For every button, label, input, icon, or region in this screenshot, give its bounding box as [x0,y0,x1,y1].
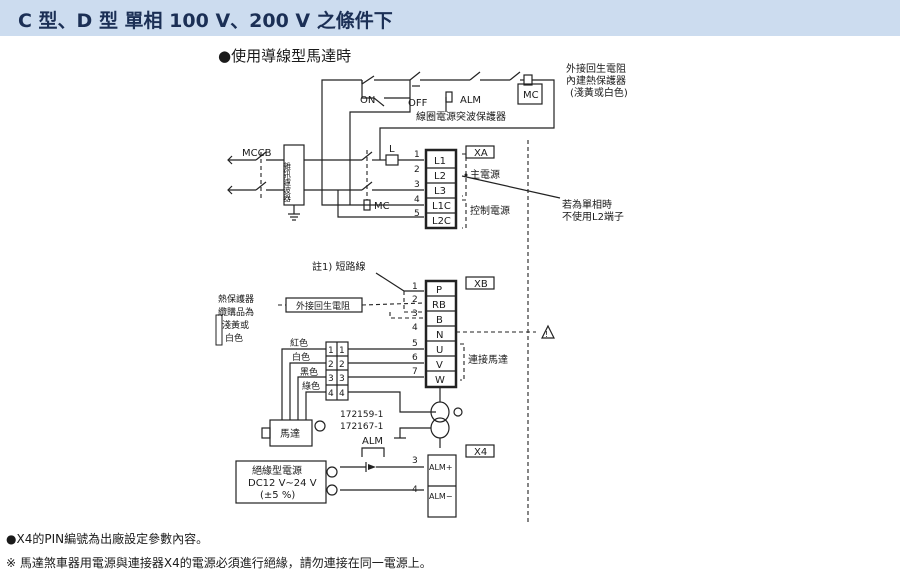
xb-pin-2: RB [432,300,446,311]
xb-number-1: 1 [412,282,418,292]
x4-number-2: 4 [412,485,418,495]
motor-conn-number-3b: 3 [339,374,345,384]
xb-number-5: 5 [412,339,418,349]
motor-conn-number-3a: 3 [328,374,334,384]
alm-top-label: ALM [460,95,481,106]
xb-number-3: 3 [412,309,418,319]
xa-connector [424,145,495,230]
wire-green-label: 綠色 [302,380,320,392]
section-title: C 型、D 型 單相 100 V、200 V 之條件下 [18,10,393,32]
thermal-label-1: 熱保護器 [218,293,254,305]
ext-resistor-top-label-2: 內建熱保護器 [566,74,626,87]
thermal-bracket [215,314,223,346]
main-power-label: 主電源 [470,168,500,181]
on-label: ON [360,95,375,106]
control-circuit [321,71,555,160]
xb-pin-1: P [436,285,442,296]
main-power-circuit [227,144,424,221]
xa-label: XA [474,148,488,159]
xa-pin-3: L3 [434,186,446,197]
motor-conn-number-1b: 1 [339,346,345,356]
noise-filter-label: 雜訊濾波器 [283,161,292,203]
xb-connector [424,276,495,389]
reactor-label: L [389,144,395,155]
part-number-1: 172159-1 [340,410,383,420]
wire-black-label: 黑色 [300,366,318,378]
part-number-2: 172167-1 [340,422,383,432]
wire-red-label: 紅色 [290,337,308,349]
surge-protector-label: 線圈電源突波保護器 [416,110,506,123]
motor-conn-number-4b: 4 [339,389,345,399]
x4-pin-2: ALM− [429,492,453,501]
xa-number-4: 4 [414,195,420,205]
x4-connector [235,444,495,518]
short-wire-label: 註1) 短路線 [312,260,365,273]
section-header: C 型、D 型 單相 100 V、200 V 之條件下 [0,0,900,36]
motor-conn-number-4a: 4 [328,389,334,399]
mccb-label: MCCB [242,148,272,159]
isolated-power-label-1: 絕緣型電源 [252,464,302,477]
mc-top-label: MC [523,90,539,101]
control-power-label: 控制電源 [470,204,510,217]
xb-pin-7: W [435,375,445,386]
xa-brackets [461,153,561,229]
x4-label: X4 [474,447,487,458]
motor-wiring [261,341,463,448]
single-phase-label-2: 不使用L2端子 [562,210,624,223]
connect-motor-label: 連接馬達 [468,353,508,366]
motor-conn-number-2b: 2 [339,360,345,370]
xa-pin-5: L2C [432,216,451,227]
wire-white-label: 白色 [292,351,310,363]
thermal-label-3: 淺黃或 [222,319,249,331]
alm-bottom-label: ALM [362,436,383,447]
ext-resistor-mid-label: 外接回生電阻 [296,300,350,312]
xa-pin-2: L2 [434,171,446,182]
xa-pin-4: L1C [432,201,451,212]
x4-pin-1: ALM+ [429,463,453,472]
thermal-label-2: 纜購品為 [218,306,254,318]
note-isolation: ※ 馬達煞車器用電源與連接器X4的電源必須進行絕緣，請勿連接在同一電源上。 [6,556,432,570]
thermal-label-4: 白色 [225,332,243,344]
note-pin-number: ●X4的PIN編號為出廠設定參數內容。 [6,532,209,546]
isolated-power-label-3: (±5 %) [260,490,295,501]
single-phase-label-1: 若為單相時 [562,198,612,211]
motor-conn-number-2a: 2 [328,360,334,370]
motor-label: 馬達 [280,428,300,440]
regen-resistor-wiring [278,272,425,319]
xb-number-6: 6 [412,353,418,363]
xb-label: XB [474,279,488,290]
xa-number-5: 5 [414,209,420,219]
warning-mark: ! [545,330,548,339]
off-label: OFF [408,98,428,109]
isolated-power-label-2: DC12 V∼24 V [248,478,317,489]
motor-conn-number-1a: 1 [328,346,334,356]
xb-pin-6: V [436,360,443,371]
xb-number-7: 7 [412,367,418,377]
xb-pin-4: N [436,330,443,341]
xa-number-1: 1 [414,150,420,160]
xb-number-4: 4 [412,323,418,333]
diagram-subtitle: ●使用導線型馬達時 [218,47,352,65]
xa-number-2: 2 [414,165,420,175]
xb-pin-5: U [436,345,443,356]
xa-pin-1: L1 [434,156,446,167]
xb-pin-3: B [436,315,443,326]
ext-resistor-top-label-1: 外接回生電阻 [566,62,626,75]
xa-number-3: 3 [414,180,420,190]
xb-number-2: 2 [412,295,418,305]
warning-icon [541,324,555,339]
ext-resistor-top-label-3: (淺黃或白色) [570,86,628,99]
x4-number-1: 3 [412,456,418,466]
mc-mid-label: MC [374,201,390,212]
